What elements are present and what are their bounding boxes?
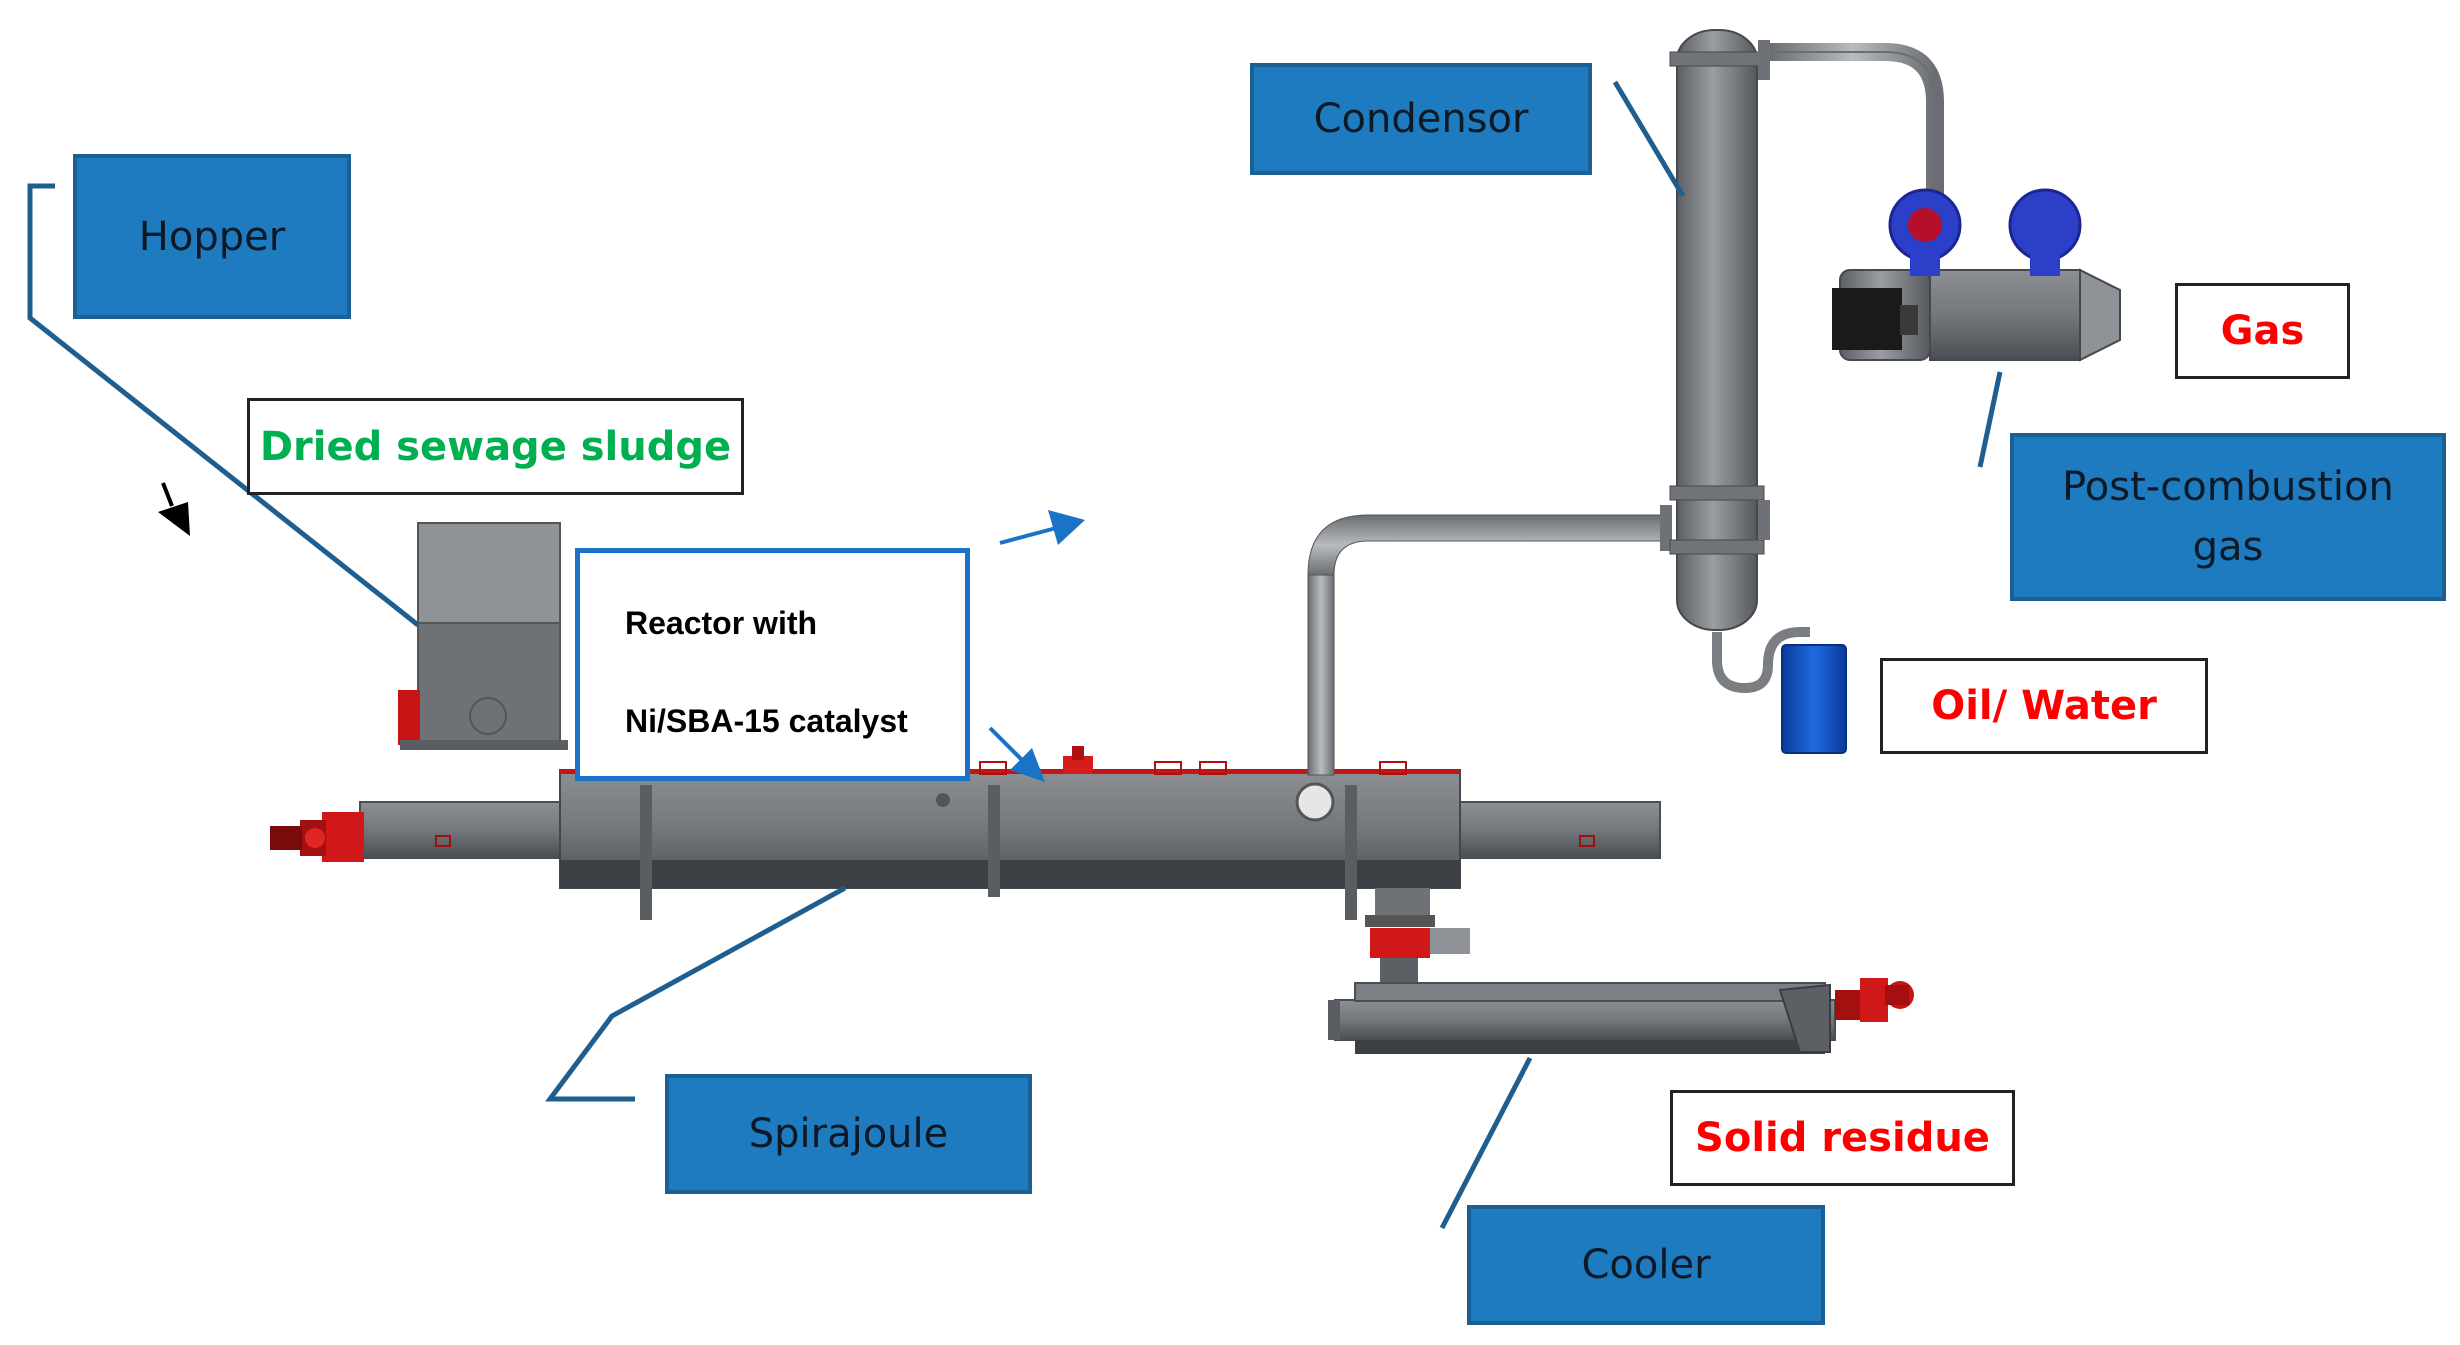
condenser-column (1669, 29, 1944, 694)
oil-water-tank (1781, 644, 1847, 754)
oil-water-box: Oil/ Water (1880, 658, 2208, 754)
condensor-leader (1612, 80, 1686, 198)
hopper-label: Hopper (73, 154, 351, 319)
arrow-head-icon (158, 502, 190, 536)
vapor-pipe (1307, 505, 1672, 776)
hopper-unit (398, 522, 568, 750)
gas-burner (1832, 188, 2121, 362)
post-combustion-label-line1: Post-combustion (2062, 464, 2394, 510)
solid-residue-text: Solid residue (1695, 1115, 1990, 1161)
spirajoule-leader (545, 885, 847, 1102)
spirajoule-label-text: Spirajoule (748, 1111, 949, 1157)
arrow-head-icon (1010, 748, 1045, 782)
cooler-outlet (1365, 888, 1470, 988)
flow-arrows (158, 482, 1085, 782)
leader-lines (27, 80, 2003, 1230)
dried-sewage-sludge-box: Dried sewage sludge (247, 398, 744, 495)
arrow-head-icon (1048, 510, 1085, 545)
post-combustion-leader (1977, 371, 2003, 468)
dried-sewage-sludge-text: Dried sewage sludge (259, 423, 732, 470)
condensor-label-text: Condensor (1313, 96, 1529, 142)
solid-residue-box: Solid residue (1670, 1090, 2015, 1186)
condensor-label: Condensor (1250, 63, 1592, 175)
left-motor (270, 812, 364, 862)
oil-water-text: Oil/ Water (1931, 683, 2157, 729)
gas-box: Gas (2175, 283, 2350, 379)
spirajoule-label: Spirajoule (665, 1074, 1032, 1194)
hopper-leader (27, 183, 420, 627)
post-combustion-gas-label: Post-combustion gas (2010, 433, 2446, 601)
cooler-unit (1328, 978, 1914, 1054)
spirajoule-reactor (359, 746, 1661, 920)
cooler-leader (1439, 1056, 1533, 1230)
reactor-line2: Ni/SBA-15 catalyst (625, 703, 908, 739)
cooler-label-text: Cooler (1581, 1242, 1711, 1288)
reactor-line1: Reactor with (625, 605, 818, 641)
reactor-catalyst-box: Reactor with Ni/SBA-15 catalyst (575, 548, 970, 781)
gas-text: Gas (2220, 308, 2305, 354)
post-combustion-label-line2: gas (2192, 524, 2264, 570)
cooler-label: Cooler (1467, 1205, 1825, 1325)
hopper-label-text: Hopper (138, 213, 286, 260)
